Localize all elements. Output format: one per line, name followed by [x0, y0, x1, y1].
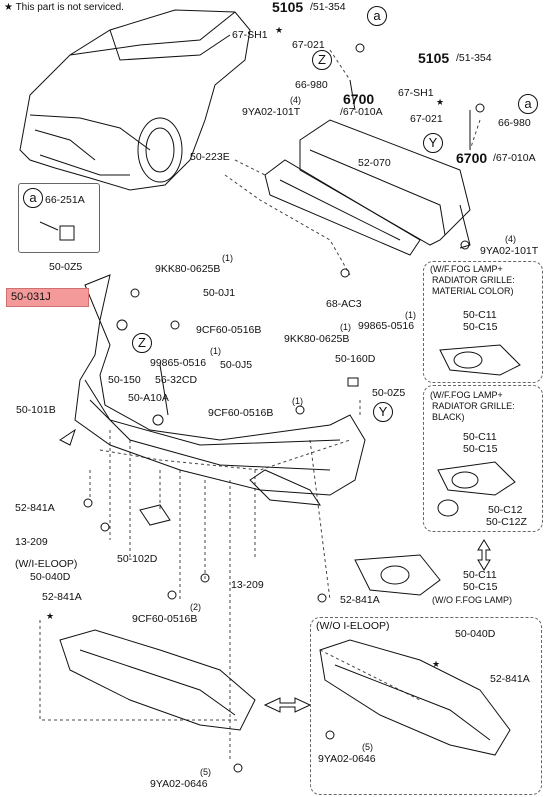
label-50102d: 50-102D: [117, 553, 158, 565]
label-9ya02-101t-right: 9YA02-101T: [480, 245, 539, 257]
label-50223e: 50-223E: [190, 151, 230, 163]
qty1-a: (1): [222, 253, 233, 263]
qty1-b: (1): [340, 322, 351, 332]
label-52841a-right: 52-841A: [490, 673, 530, 685]
ref-5105-top-sub: /51-354: [310, 1, 346, 13]
label-52841a-b: 52-841A: [42, 591, 82, 603]
box-fog-black: [423, 385, 543, 532]
fog-b-c11: 50-C11: [463, 431, 497, 443]
label-w-eloop: (W/I-ELOOP): [15, 558, 78, 570]
bumper-icon: [59, 274, 366, 526]
label-9kk80-b: 9KK80-0625B: [284, 333, 350, 345]
label-50101b: 50-101B: [16, 404, 56, 416]
ref-6700-mid-sub: /67-010A: [493, 152, 536, 164]
label-wo-eloop: (W/O I-ELOOP): [316, 620, 390, 632]
fog-b-c12: 50-C12: [488, 504, 523, 516]
callout-a-top: a: [367, 6, 387, 26]
label-52841a-left: 52-841A: [15, 502, 55, 514]
fog-a-line3: MATERIAL COLOR): [432, 286, 514, 296]
label-67sh1-top: 67-SH1: [232, 29, 268, 41]
callout-y-mid: Y: [423, 133, 443, 153]
label-52070: 52-070: [358, 157, 391, 169]
fog-a-c15: 50-C15: [463, 321, 498, 333]
label-9cf60-a: 9CF60-0516B: [196, 324, 262, 336]
qty5-left: (5): [200, 767, 211, 777]
qty5-right: (5): [362, 742, 373, 752]
label-50031j-highlight: 50-031J: [6, 288, 89, 307]
label-67sh1-mid: 67-SH1: [398, 87, 434, 99]
callout-a-box: a: [23, 188, 43, 208]
qty1-d: (1): [210, 346, 221, 356]
box-fog-material: [423, 261, 543, 383]
label-500j5: 50-0J5: [220, 359, 253, 371]
star-cover-right: ★: [432, 659, 441, 669]
label-50160d: 50-160D: [335, 353, 376, 365]
wo-fog-label: (W/O F.FOG LAMP): [432, 595, 512, 605]
label-13209-b: 13-209: [231, 579, 264, 591]
qty2: (2): [190, 602, 201, 612]
label-50040d-right: 50-040D: [455, 628, 496, 640]
label-500z5-right: 50-0Z5: [372, 387, 406, 399]
label-50150: 50-150: [108, 374, 141, 386]
reinforcement-icon: [264, 79, 471, 256]
label-50040d-left: 50-040D: [30, 571, 71, 583]
qty1-e: (1): [292, 396, 303, 406]
ref-6700-top: 6700: [343, 91, 375, 107]
callout-z-top: Z: [312, 50, 332, 70]
under-cover-icon: [59, 629, 511, 756]
label-99865-right: 99865-0516: [358, 320, 415, 332]
box-wo-eloop: [310, 617, 542, 795]
label-68ac3: 68-AC3: [326, 298, 362, 310]
label-9ya02-0646-left: 9YA02-0646: [150, 778, 208, 790]
fog-b-line2: RADIATOR GRILLE:: [432, 401, 515, 411]
label-67021-mid: 67-021: [410, 113, 443, 125]
fog-lamp-icon: [354, 344, 521, 596]
label-9kk80-a: 9KK80-0625B: [155, 263, 221, 275]
label-9ya02-0646-right: 9YA02-0646: [318, 753, 376, 765]
callout-z-bumper: Z: [132, 333, 152, 353]
ref-5105-mid: 5105: [418, 50, 450, 66]
box-66251a: [18, 183, 100, 253]
fog-b-line1: (W/F.FOG LAMP+: [430, 390, 503, 400]
wo-fog-c11: 50-C11: [463, 569, 497, 581]
qty4-top: (4): [290, 95, 301, 105]
car-icon: [19, 9, 251, 191]
label-99865-center: 99865-0516: [150, 357, 207, 369]
label-9cf60-b: 9CF60-0516B: [208, 407, 274, 419]
qty4-right: (4): [505, 234, 516, 244]
callout-y-bumper: Y: [373, 402, 393, 422]
label-500j1: 50-0J1: [203, 287, 236, 299]
label-66251a: 66-251A: [45, 194, 85, 206]
label-67021-top: 67-021: [292, 39, 325, 51]
fog-a-c11: 50-C11: [463, 309, 497, 321]
ref-5105-top: 5105: [272, 0, 304, 15]
star-top: ★: [275, 25, 284, 35]
label-66980-mid: 66-980: [498, 117, 531, 129]
label-13209-a: 13-209: [15, 536, 48, 548]
not-serviced-note: ★ This part is not serviced.: [4, 2, 124, 13]
fog-a-line2: RADIATOR GRILLE:: [432, 275, 515, 285]
fog-a-line1: (W/F.FOG LAMP+: [430, 264, 503, 274]
label-9cf60-c: 9CF60-0516B: [132, 613, 198, 625]
callout-a-mid: a: [518, 94, 538, 114]
fog-b-c15: 50-C15: [463, 443, 498, 455]
star-mid: ★: [436, 97, 445, 107]
label-52841a-c: 52-841A: [340, 594, 380, 606]
fog-b-c12z: 50-C12Z: [486, 516, 527, 528]
qty1-c: (1): [405, 310, 416, 320]
label-500z5-left: 50-0Z5: [49, 261, 83, 273]
ref-6700-mid: 6700: [456, 150, 488, 166]
ref-6700-top-sub: /67-010A: [340, 106, 383, 118]
label-9ya02-101t-top: 9YA02-101T: [242, 106, 301, 118]
wo-fog-c15: 50-C15: [463, 581, 498, 593]
label-66980-top: 66-980: [295, 79, 328, 91]
ref-5105-mid-sub: /51-354: [456, 52, 492, 64]
fog-b-line3: BLACK): [432, 412, 465, 422]
label-50a10a: 50-A10A: [128, 392, 169, 404]
star-cover-left: ★: [46, 611, 55, 621]
label-5632cd: 56-32CD: [155, 374, 198, 386]
